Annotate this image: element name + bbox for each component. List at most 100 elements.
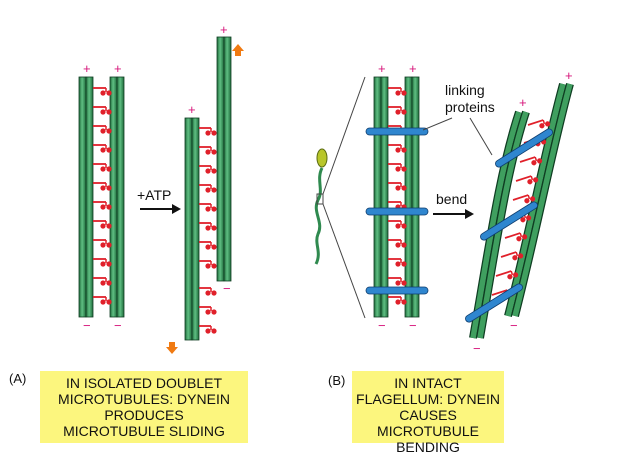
panel-b-bent-doublet	[465, 82, 574, 339]
dynein-arm	[93, 163, 112, 172]
dynein-arm	[500, 251, 524, 261]
linking-label-line: proteins	[445, 99, 495, 115]
dynein-arm	[388, 87, 407, 96]
dynein-arm	[93, 220, 112, 229]
dynein-row	[93, 87, 112, 305]
panel-b-straight-doublet	[365, 76, 429, 318]
linking-protein	[480, 201, 538, 241]
microtubule	[477, 111, 529, 339]
caption-line: MICROTUBULE SLIDING	[63, 423, 225, 439]
dynein-arm	[199, 203, 217, 212]
dynein-arm	[512, 194, 536, 204]
dynein-arm	[388, 277, 407, 286]
dynein-arm	[93, 87, 112, 96]
microtubule	[411, 76, 420, 318]
linking-protein	[365, 286, 429, 295]
minus-sign: −	[114, 318, 122, 333]
caption-line: IN ISOLATED DOUBLET	[65, 375, 223, 391]
microtubule	[116, 76, 125, 318]
atp-label: +ATP	[137, 187, 171, 203]
dynein-arm	[519, 156, 543, 166]
sperm-icon	[314, 148, 328, 265]
dynein-arm	[388, 144, 407, 153]
dynein-arm	[495, 270, 519, 280]
panel-a-label: (A)	[9, 371, 27, 386]
dynein-arm	[199, 287, 217, 296]
plus-sign: +	[519, 95, 527, 110]
pointer-line	[469, 117, 493, 156]
minus-sign: −	[378, 318, 386, 333]
plus-sign: +	[220, 22, 228, 37]
panel-b-caption: IN INTACT FLAGELLUM: DYNEIN CAUSES MICRO…	[352, 371, 504, 455]
dynein-arm	[199, 306, 217, 315]
caption-line: CAUSES MICROTUBULE	[377, 407, 479, 439]
microtubule	[223, 36, 232, 282]
dynein-arm	[199, 222, 217, 231]
caption-line: PRODUCES	[104, 407, 184, 423]
dynein-arm	[388, 296, 407, 305]
dynein-arm	[199, 146, 217, 155]
dynein-arm	[504, 232, 528, 242]
zoom-line	[322, 76, 366, 195]
dynein-arm	[515, 175, 539, 185]
dynein-arm	[388, 106, 407, 115]
minus-sign: −	[473, 341, 481, 356]
dynein-row	[199, 127, 217, 334]
dynein-arm	[199, 165, 217, 174]
dynein-arm	[93, 258, 112, 267]
panel-a-slid-doublet	[184, 36, 232, 341]
minus-sign: −	[409, 318, 417, 333]
caption-line: BENDING	[396, 439, 460, 455]
dynein-arm	[93, 277, 112, 286]
dynein-arm	[388, 182, 407, 191]
dynein-arm	[199, 241, 217, 250]
panel-b-label: (B)	[328, 373, 346, 388]
plus-sign: +	[83, 61, 91, 76]
linking-protein	[465, 283, 523, 323]
bend-label: bend	[436, 191, 467, 207]
linking-proteins-label: linking proteins	[445, 82, 495, 115]
dynein-arm	[388, 239, 407, 248]
dynein-arm	[199, 184, 217, 193]
microtubule	[470, 111, 522, 339]
pointer-line	[422, 117, 453, 131]
plus-sign: +	[409, 61, 417, 76]
minus-sign: −	[223, 281, 231, 296]
dynein-arm	[93, 296, 112, 305]
microtubule	[191, 117, 200, 341]
atp-arrow	[140, 204, 181, 214]
dynein-arm	[93, 106, 112, 115]
dynein-arm	[388, 163, 407, 172]
microtubule	[380, 76, 389, 318]
dynein-arm	[527, 119, 551, 129]
plus-sign: +	[188, 102, 196, 117]
plus-sign: +	[378, 61, 386, 76]
microtubule	[85, 76, 94, 318]
bend-arrow	[433, 209, 474, 219]
zoom-line	[322, 203, 366, 319]
microtubule	[373, 76, 382, 318]
minus-sign: −	[510, 318, 518, 333]
dynein-arm	[199, 260, 217, 269]
panel-a-caption: IN ISOLATED DOUBLET MICROTUBULES: DYNEIN…	[40, 371, 248, 443]
dynein-row	[388, 87, 407, 305]
minus-sign: −	[83, 318, 91, 333]
dynein-arm	[93, 239, 112, 248]
dynein-arm	[199, 127, 217, 136]
microtubule	[216, 36, 225, 282]
caption-line: FLAGELLUM: DYNEIN	[356, 391, 500, 407]
dynein-arm	[388, 220, 407, 229]
plus-sign: +	[114, 61, 122, 76]
microtubule	[78, 76, 87, 318]
dynein-arm	[93, 182, 112, 191]
dynein-arm	[93, 144, 112, 153]
linking-protein	[365, 127, 429, 136]
dynein-arm	[199, 325, 217, 334]
microtubule	[184, 117, 193, 341]
linking-label-line: linking	[445, 82, 485, 98]
panel-a-left-doublet	[78, 76, 125, 318]
caption-line: IN INTACT	[394, 375, 462, 391]
microtubule	[512, 83, 573, 317]
up-arrow-icon	[232, 44, 244, 56]
down-arrow-icon	[166, 342, 178, 354]
